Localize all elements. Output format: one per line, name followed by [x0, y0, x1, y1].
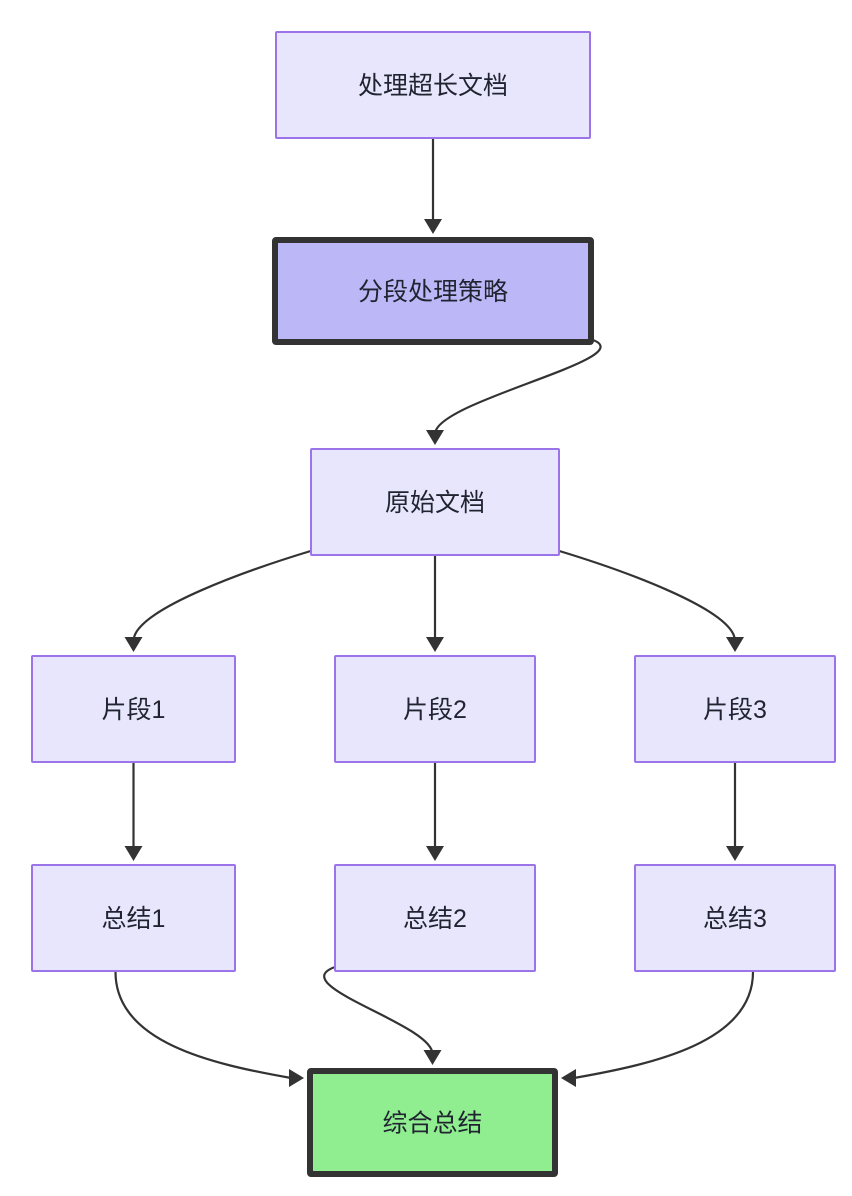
- node-label: 总结3: [703, 905, 767, 933]
- edge-arrowhead: [426, 846, 444, 861]
- node-label: 总结1: [102, 905, 166, 933]
- edge-arrowhead: [124, 637, 143, 652]
- flow-edge-fragment-3-to-summary-3: [726, 763, 744, 861]
- flow-node-summary-3[interactable]: 总结3: [634, 864, 836, 972]
- node-label: 片段3: [703, 696, 767, 724]
- edge-line: [132, 548, 315, 642]
- node-box[interactable]: [310, 448, 560, 556]
- node-label: 片段1: [102, 696, 166, 724]
- node-box[interactable]: [334, 655, 536, 763]
- edge-line: [114, 971, 292, 1080]
- node-label: 总结2: [403, 905, 467, 933]
- edge-line: [573, 971, 755, 1080]
- edge-arrowhead: [726, 846, 744, 861]
- edge-arrowhead: [561, 1069, 576, 1087]
- edge-arrowhead: [124, 846, 143, 861]
- flow-node-source-doc[interactable]: 原始文档: [310, 448, 560, 556]
- node-box[interactable]: [272, 237, 594, 345]
- flow-edge-summary-3-to-final-summary: [561, 971, 755, 1087]
- flow-node-fragment-3[interactable]: 片段3: [634, 655, 836, 763]
- node-box[interactable]: [634, 655, 836, 763]
- flow-edge-fragment-2-to-summary-2: [426, 763, 444, 861]
- node-label: 片段2: [403, 696, 467, 724]
- node-label: 综合总结: [382, 1110, 482, 1138]
- edge-line: [323, 964, 434, 1055]
- flow-node-summary-1[interactable]: 总结1: [31, 864, 236, 972]
- flow-node-final-summary[interactable]: 综合总结: [307, 1068, 558, 1177]
- flow-edge-doc-input-to-chunk-strategy: [424, 139, 442, 234]
- edge-arrowhead: [423, 1050, 442, 1065]
- node-box[interactable]: [31, 864, 236, 972]
- flow-edge-source-doc-to-fragment-2: [426, 556, 444, 652]
- flow-edge-source-doc-to-fragment-3: [555, 548, 744, 652]
- edge-arrowhead: [426, 430, 444, 445]
- edge-layer: [114, 139, 755, 1087]
- flow-node-doc-input[interactable]: 处理超长文档: [275, 31, 591, 139]
- node-label: 原始文档: [385, 489, 485, 517]
- flow-edge-summary-1-to-final-summary: [114, 971, 304, 1087]
- flow-node-fragment-2[interactable]: 片段2: [334, 655, 536, 763]
- node-box[interactable]: [334, 864, 536, 972]
- node-box[interactable]: [634, 864, 836, 972]
- flow-edge-source-doc-to-fragment-1: [124, 548, 315, 652]
- edge-line: [433, 337, 602, 435]
- node-box[interactable]: [307, 1068, 558, 1177]
- flow-node-summary-2[interactable]: 总结2: [334, 864, 536, 972]
- node-label: 处理超长文档: [358, 72, 508, 100]
- flow-edge-fragment-1-to-summary-1: [124, 763, 143, 861]
- flow-node-fragment-1[interactable]: 片段1: [31, 655, 236, 763]
- flow-edge-summary-2-to-final-summary: [323, 964, 442, 1065]
- node-box[interactable]: [275, 31, 591, 139]
- edge-line: [555, 548, 737, 642]
- edge-arrowhead: [426, 637, 444, 652]
- edge-arrowhead: [726, 637, 744, 652]
- flow-node-chunk-strategy[interactable]: 分段处理策略: [272, 237, 594, 345]
- edge-arrowhead: [424, 219, 442, 234]
- node-label: 分段处理策略: [358, 278, 508, 306]
- edge-arrowhead: [289, 1069, 304, 1087]
- flow-edge-chunk-strategy-to-source-doc: [426, 337, 602, 445]
- node-box[interactable]: [31, 655, 236, 763]
